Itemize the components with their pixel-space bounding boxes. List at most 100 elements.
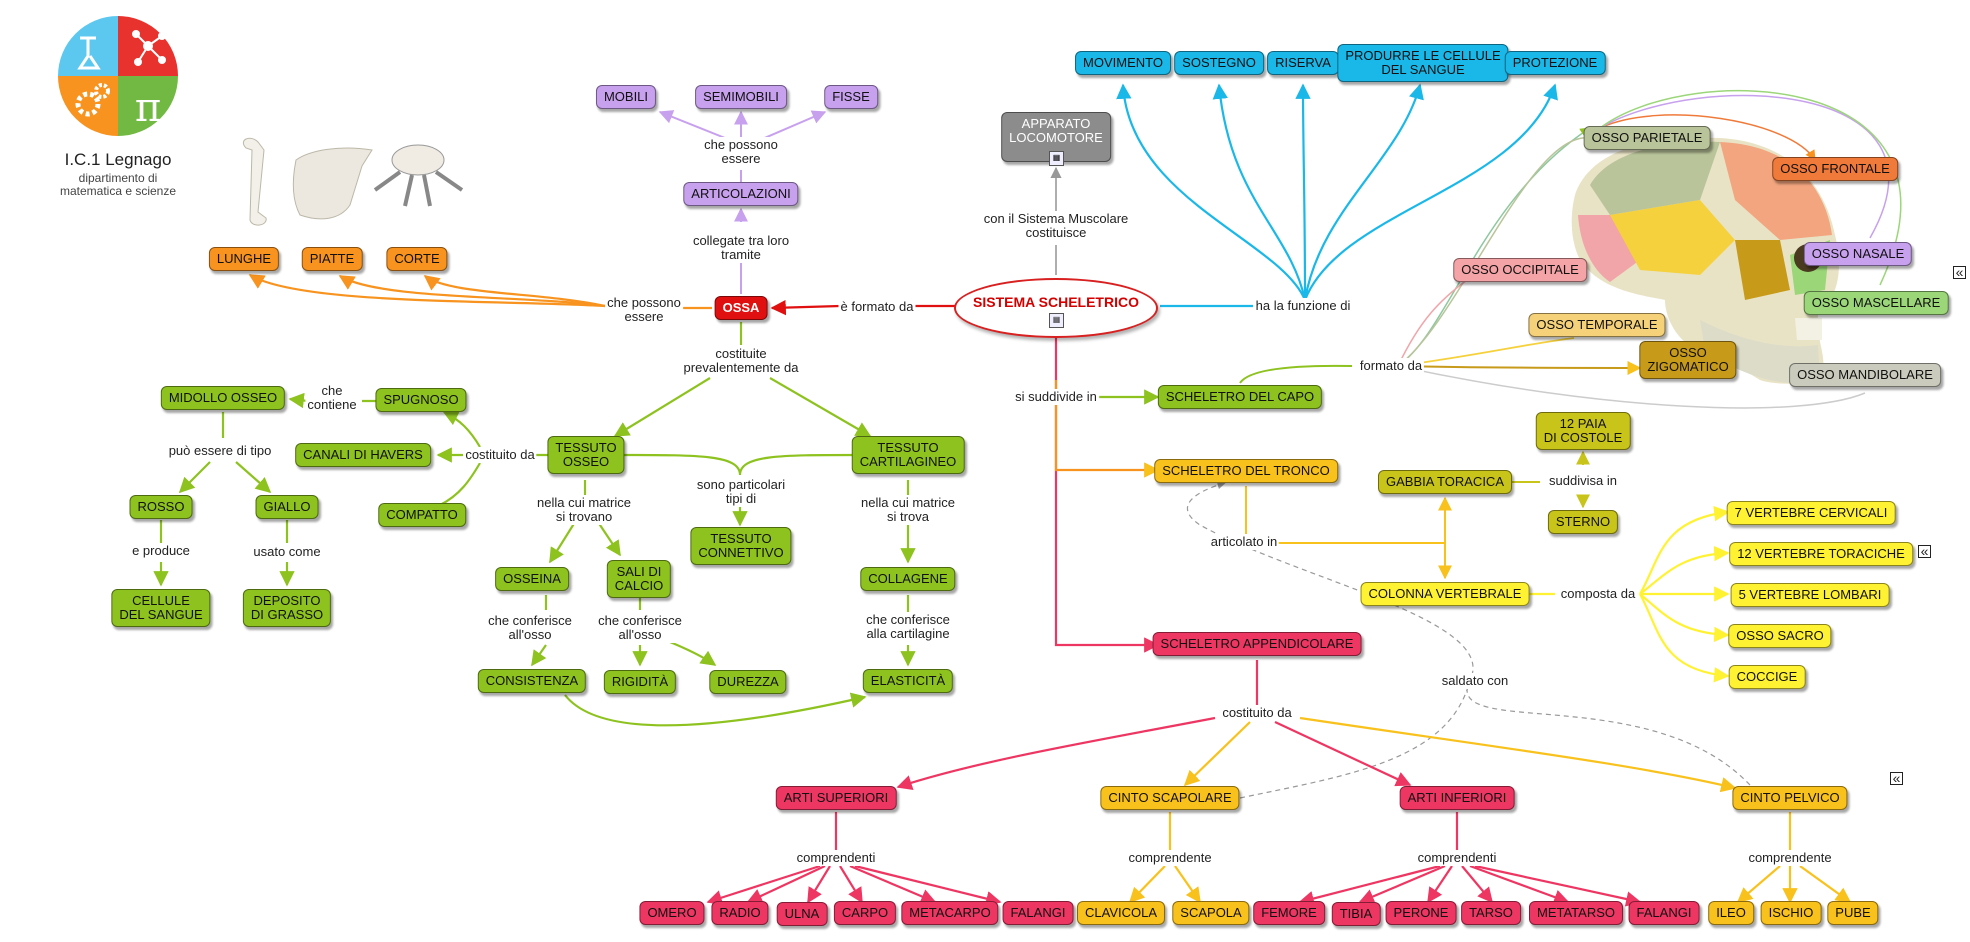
node-movimento[interactable]: MOVIMENTO bbox=[1075, 51, 1171, 75]
link-label-saldato-con: saldato con bbox=[1439, 673, 1511, 689]
node-piatte[interactable]: PIATTE bbox=[301, 247, 363, 271]
central-node-sistema-scheletrico[interactable]: SISTEMA SCHELETRICO ▦ bbox=[954, 278, 1158, 338]
node-semimobili[interactable]: SEMIMOBILI bbox=[695, 85, 787, 109]
node-osso-zigomatico[interactable]: OSSO ZIGOMATICO bbox=[1639, 341, 1737, 379]
node-scheletro-tronco[interactable]: SCHELETRO DEL TRONCO bbox=[1154, 459, 1338, 483]
link-label-che-contiene: che contiene bbox=[305, 383, 359, 413]
node-pube[interactable]: PUBE bbox=[1827, 901, 1879, 925]
node-osso-parietale[interactable]: OSSO PARIETALE bbox=[1583, 126, 1711, 150]
node-durezza[interactable]: DUREZZA bbox=[709, 670, 787, 694]
node-colonna-vertebrale[interactable]: COLONNA VERTEBRALE bbox=[1360, 582, 1530, 606]
link-label-formato-da: è formato da bbox=[838, 299, 916, 315]
node-osseina[interactable]: OSSEINA bbox=[495, 567, 569, 591]
node-clavicola[interactable]: CLAVICOLA bbox=[1076, 901, 1166, 925]
node-carpo[interactable]: CARPO bbox=[833, 901, 897, 925]
node-ischio[interactable]: ISCHIO bbox=[1760, 901, 1822, 925]
link-label-costituite: costituite prevalentemente da bbox=[681, 346, 801, 376]
node-rosso[interactable]: ROSSO bbox=[129, 495, 193, 519]
node-sterno[interactable]: STERNO bbox=[1547, 510, 1619, 534]
femur-illustration bbox=[242, 137, 267, 226]
node-rigidita[interactable]: RIGIDITÀ bbox=[603, 670, 677, 694]
node-tessuto-connettivo[interactable]: TESSUTO CONNETTIVO bbox=[690, 527, 792, 565]
logo-subtitle: dipartimento di matematica e scienze bbox=[59, 171, 177, 198]
node-arti-inferiori[interactable]: ARTI INFERIORI bbox=[1399, 786, 1515, 810]
node-sali-calcio[interactable]: SALI DI CALCIO bbox=[606, 560, 672, 598]
node-corte[interactable]: CORTE bbox=[386, 247, 448, 271]
node-osso-temporale[interactable]: OSSO TEMPORALE bbox=[1528, 313, 1666, 337]
node-vertebre-toraciche[interactable]: 12 VERTEBRE TORACICHE bbox=[1729, 542, 1913, 566]
node-perone[interactable]: PERONE bbox=[1385, 901, 1457, 925]
node-giallo[interactable]: GIALLO bbox=[255, 495, 319, 519]
node-osso-sacro[interactable]: OSSO SACRO bbox=[1728, 624, 1832, 648]
link-label-comprendenti-3: comprendenti bbox=[1415, 850, 1499, 866]
node-femore[interactable]: FEMORE bbox=[1253, 901, 1325, 925]
link-label-comprendente-4: comprendente bbox=[1746, 850, 1834, 866]
link-label-comprendente-2: comprendente bbox=[1126, 850, 1214, 866]
node-osso-mandibolare[interactable]: OSSO MANDIBOLARE bbox=[1789, 363, 1941, 387]
node-ileo[interactable]: ILEO bbox=[1708, 901, 1754, 925]
node-ossa[interactable]: OSSA bbox=[714, 296, 768, 320]
node-radio[interactable]: RADIO bbox=[711, 901, 769, 925]
node-osso-occipitale[interactable]: OSSO OCCIPITALE bbox=[1453, 258, 1587, 282]
node-falangi-mano[interactable]: FALANGI bbox=[1002, 901, 1074, 925]
link-label-conferisce-cartilagine: che conferisce alla cartilagine bbox=[864, 612, 952, 642]
node-falangi-piede[interactable]: FALANGI bbox=[1628, 901, 1700, 925]
node-osso-nasale[interactable]: OSSO NASALE bbox=[1803, 242, 1913, 266]
node-gabbia-toracica[interactable]: GABBIA TORACICA bbox=[1377, 470, 1513, 494]
node-vertebre-lombari[interactable]: 5 VERTEBRE LOMBARI bbox=[1730, 583, 1890, 607]
node-arti-superiori[interactable]: ARTI SUPERIORI bbox=[775, 786, 897, 810]
link-label-che-possono-essere-art: che possono essere bbox=[702, 137, 780, 167]
concept-map-icon[interactable]: ▦ bbox=[1049, 313, 1064, 328]
node-collagene[interactable]: COLLAGENE bbox=[860, 567, 956, 591]
node-ulna[interactable]: ULNA bbox=[776, 902, 828, 926]
collapse-icon[interactable]: « bbox=[1953, 265, 1966, 279]
node-metacarpo[interactable]: METACARPO bbox=[901, 901, 999, 925]
node-metatarso[interactable]: METATARSO bbox=[1529, 901, 1623, 925]
node-cinto-pelvico[interactable]: CINTO PELVICO bbox=[1732, 786, 1848, 810]
link-label-comprendenti-1: comprendenti bbox=[794, 850, 878, 866]
link-label-costituito-da-app: costituito da bbox=[1220, 705, 1294, 721]
node-articolazioni[interactable]: ARTICOLAZIONI bbox=[683, 182, 799, 206]
node-tessuto-cartilagineo[interactable]: TESSUTO CARTILAGINEO bbox=[851, 436, 965, 474]
node-12-paia-costole[interactable]: 12 PAIA DI COSTOLE bbox=[1535, 412, 1631, 450]
link-label-con-sistema-muscolare: con il Sistema Muscolare costituisce bbox=[981, 211, 1131, 241]
node-midollo-osseo[interactable]: MIDOLLO OSSEO bbox=[160, 386, 286, 410]
node-osso-mascellare[interactable]: OSSO MASCELLARE bbox=[1803, 291, 1949, 315]
node-deposito-grasso[interactable]: DEPOSITO DI GRASSO bbox=[242, 589, 332, 627]
scapula-illustration bbox=[292, 147, 373, 220]
node-cellule-sangue[interactable]: CELLULE DEL SANGUE bbox=[111, 589, 211, 627]
vertebra-illustration bbox=[373, 144, 464, 207]
link-label-e-produce: e produce bbox=[130, 543, 192, 559]
node-spugnoso[interactable]: SPUGNOSO bbox=[375, 388, 467, 412]
node-fisse[interactable]: FISSE bbox=[824, 85, 878, 109]
node-osso-frontale[interactable]: OSSO FRONTALE bbox=[1772, 157, 1898, 181]
node-tarso[interactable]: TARSO bbox=[1461, 901, 1521, 925]
node-vertebre-cervicali[interactable]: 7 VERTEBRE CERVICALI bbox=[1726, 501, 1896, 525]
collapse-icon[interactable]: « bbox=[1918, 544, 1931, 558]
node-cinto-scapolare[interactable]: CINTO SCAPOLARE bbox=[1100, 786, 1240, 810]
node-protezione[interactable]: PROTEZIONE bbox=[1504, 51, 1606, 75]
link-label-conferisce-osso-2: che conferisce all'osso bbox=[596, 613, 684, 643]
school-logo: π bbox=[58, 16, 178, 136]
node-apparato-locomotore[interactable]: APPARATO LOCOMOTORE bbox=[1001, 112, 1111, 162]
node-sostegno[interactable]: SOSTEGNO bbox=[1174, 51, 1264, 75]
node-omero[interactable]: OMERO bbox=[639, 901, 705, 925]
node-tibia[interactable]: TIBIA bbox=[1331, 902, 1381, 926]
concept-map-icon[interactable]: ▦ bbox=[1049, 151, 1064, 166]
node-tessuto-osseo[interactable]: TESSUTO OSSEO bbox=[547, 436, 625, 474]
node-scheletro-capo[interactable]: SCHELETRO DEL CAPO bbox=[1157, 385, 1323, 409]
link-label-nella-trova: nella cui matrice si trova bbox=[859, 495, 957, 525]
node-produrre-cellule[interactable]: PRODURRE LE CELLULE DEL SANGUE bbox=[1337, 44, 1509, 82]
node-compatto[interactable]: COMPATTO bbox=[378, 503, 466, 527]
node-elasticita[interactable]: ELASTICITÀ bbox=[862, 669, 954, 693]
node-riserva[interactable]: RISERVA bbox=[1267, 51, 1339, 75]
node-mobili[interactable]: MOBILI bbox=[595, 85, 657, 109]
node-scheletro-appendicolare[interactable]: SCHELETRO APPENDICOLARE bbox=[1152, 632, 1362, 656]
node-coccige[interactable]: COCCIGE bbox=[1728, 665, 1806, 689]
node-canali-havers[interactable]: CANALI DI HAVERS bbox=[295, 443, 431, 467]
collapse-icon[interactable]: « bbox=[1890, 771, 1903, 785]
node-lunghe[interactable]: LUNGHE bbox=[208, 247, 280, 271]
link-label-collegate: collegate tra loro tramite bbox=[690, 233, 792, 263]
node-consistenza[interactable]: CONSISTENZA bbox=[477, 669, 587, 693]
node-scapola[interactable]: SCAPOLA bbox=[1172, 901, 1250, 925]
